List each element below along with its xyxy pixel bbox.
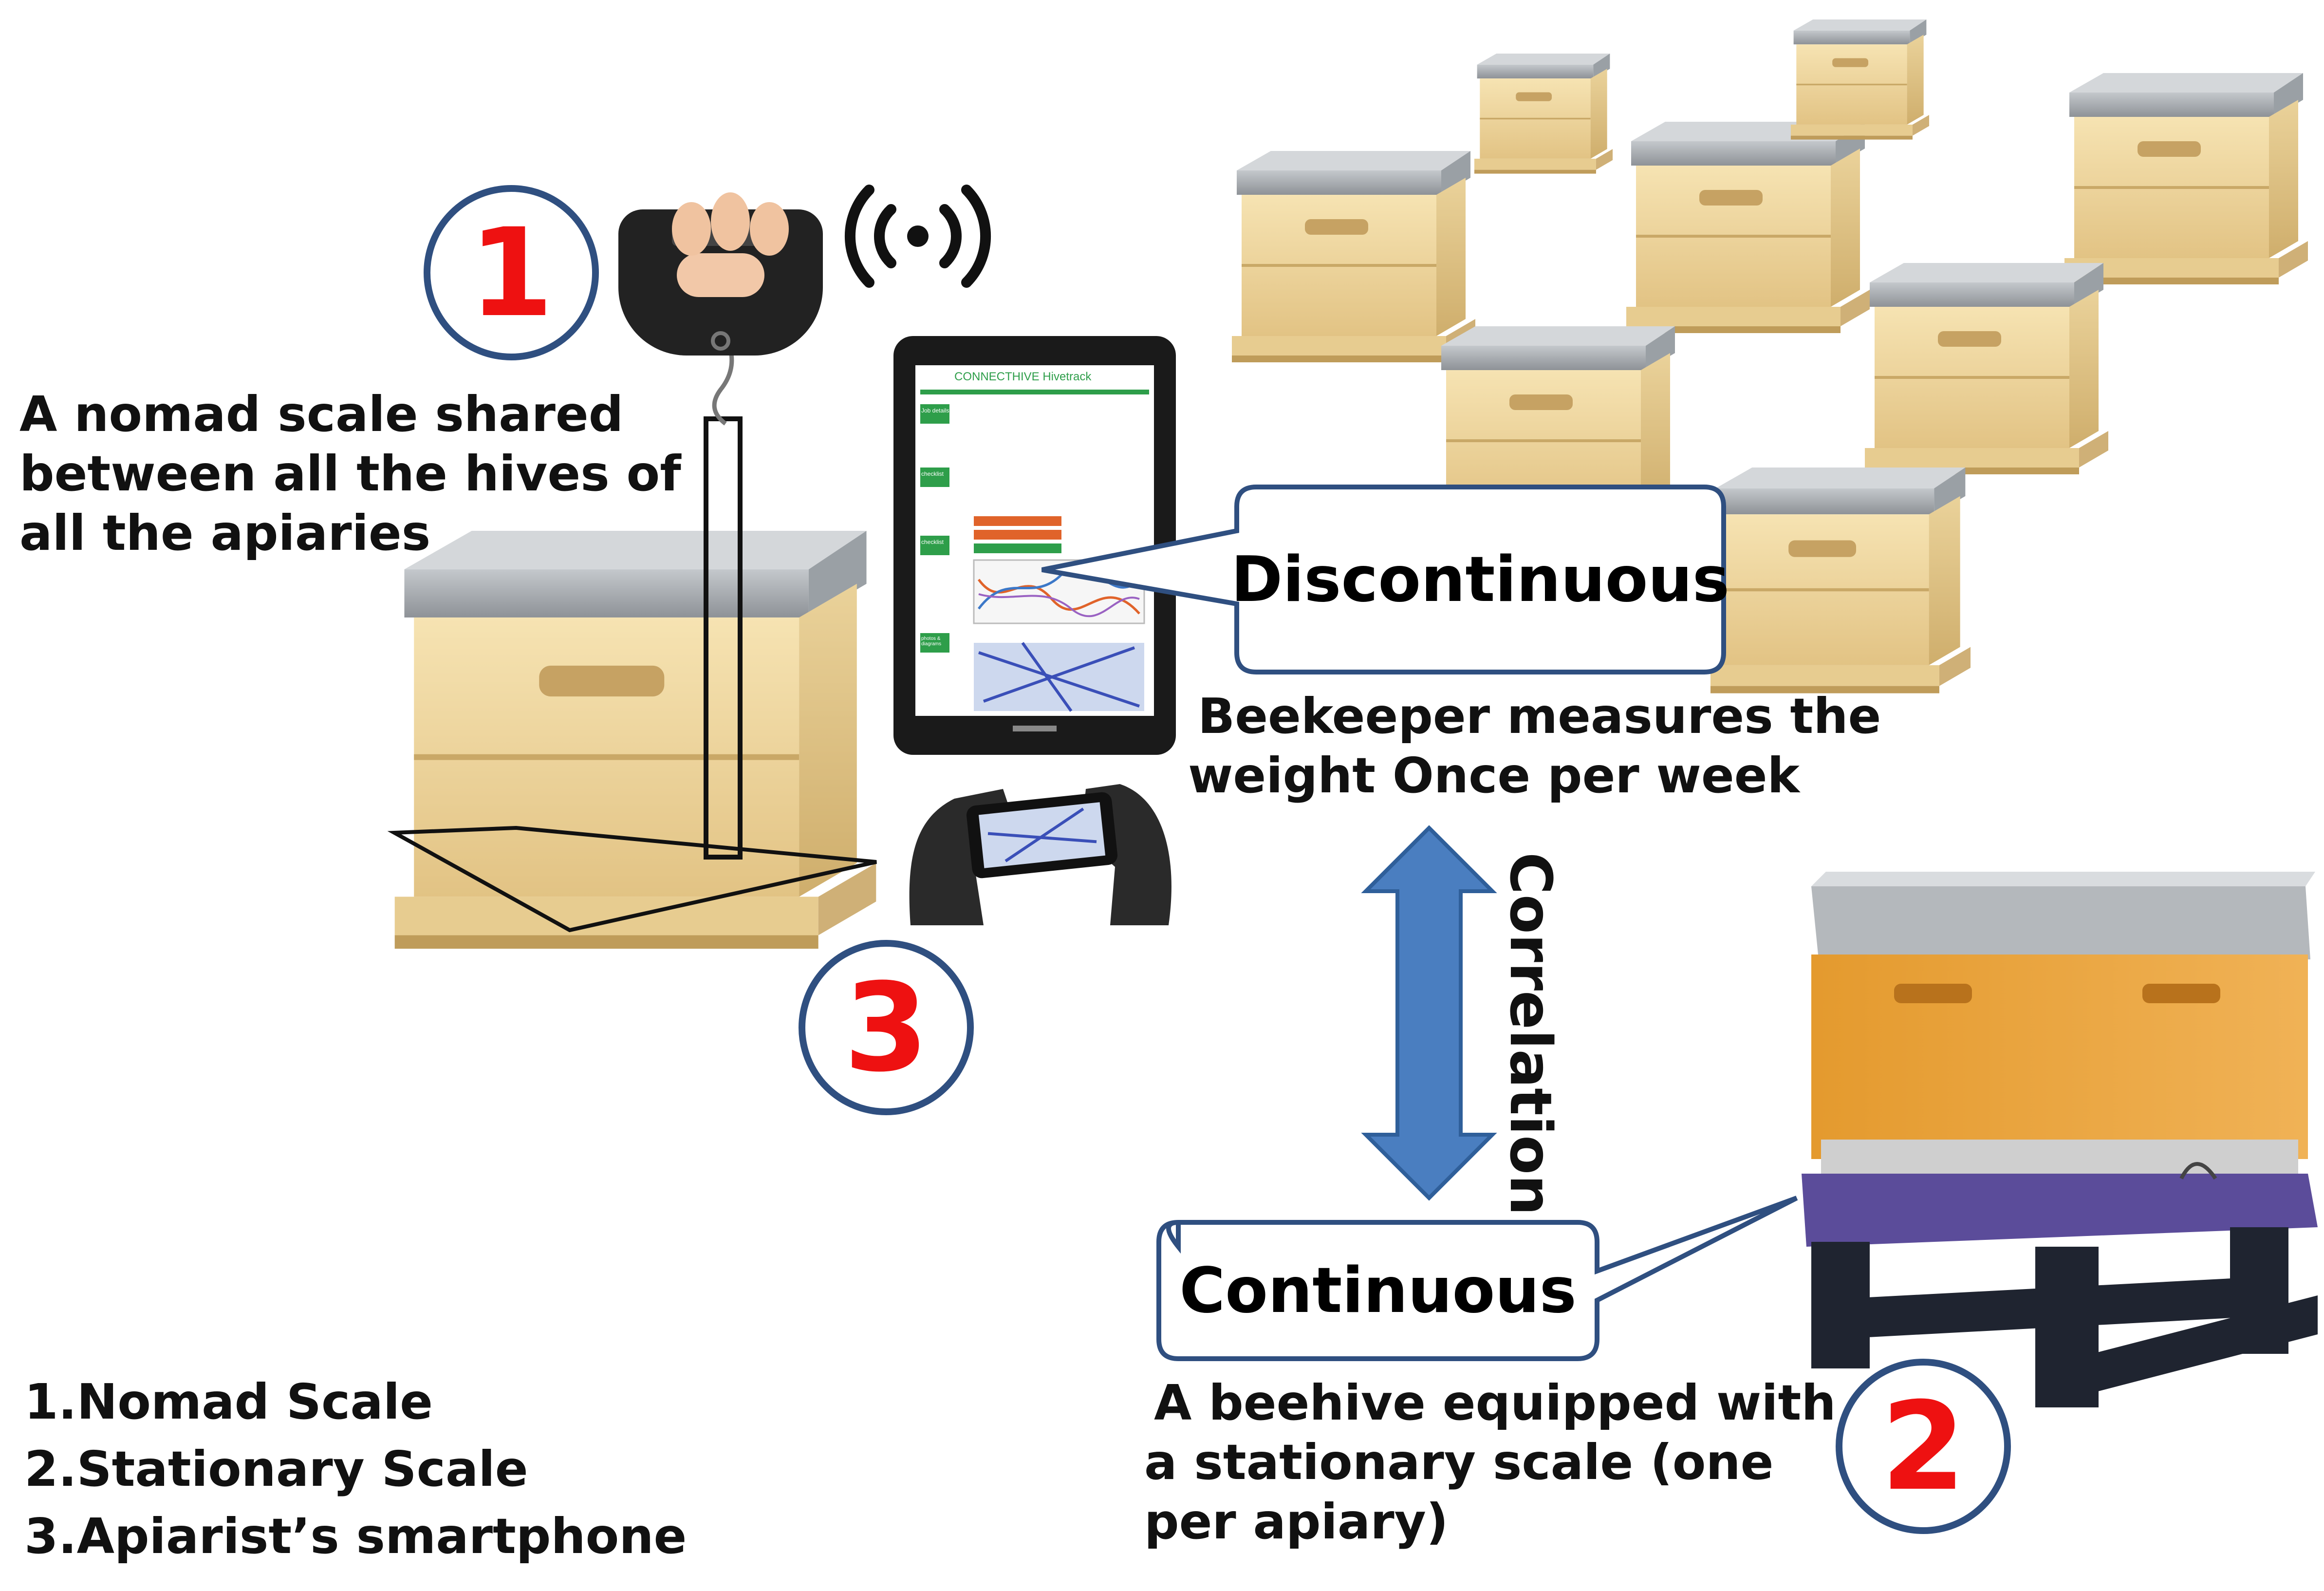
hive-illustration <box>1865 263 2108 474</box>
correlation-label: Correlation <box>1497 852 1564 1216</box>
hive-illustration <box>1473 54 1614 175</box>
discontinuous-callout <box>1041 485 1726 674</box>
legend-item: 1.Nomad Scale <box>24 1373 433 1430</box>
text-line: A nomad scale shared <box>19 386 624 443</box>
hive-illustration <box>1232 151 1475 362</box>
hands-with-smartphone <box>909 784 1171 925</box>
hive-illustration <box>395 531 876 949</box>
text-line: a stationary scale (one <box>1144 1434 1774 1491</box>
weekly-measurement-text: Beekeeper measures the weight Once per w… <box>1188 687 1881 805</box>
tablet-app-title: CONNECTHIVE Hivetrack <box>954 370 1092 383</box>
text-line: Beekeeper measures the <box>1198 688 1881 745</box>
correlation-double-arrow <box>1361 825 1497 1201</box>
continuous-callout <box>1156 1196 1798 1361</box>
text-line: per apiary) <box>1144 1493 1449 1550</box>
text-line: all the apiaries <box>19 505 431 562</box>
stationary-scale-description: A beehive equipped with a stationary sca… <box>1144 1373 1836 1552</box>
hive-illustration <box>1710 468 1971 693</box>
continuous-label: Continuous <box>1179 1254 1577 1327</box>
tablet-device <box>893 336 1176 755</box>
nomad-scale-description: A nomad scale shared between all the hiv… <box>19 385 681 563</box>
marker-1-nomad-scale: 1 <box>424 185 599 360</box>
tablet-section-label: photos & diagrams <box>921 636 942 647</box>
text-line: between all the hives of <box>19 445 681 502</box>
stationary-scale-hive <box>1802 872 2318 1407</box>
legend-item: 3.Apiarist’s smartphone <box>24 1508 687 1565</box>
tablet-section-label: Job details <box>921 407 949 414</box>
digital-scale-icon <box>618 192 823 356</box>
text-line: weight Once per week <box>1188 747 1800 804</box>
hive-illustration <box>1626 122 1870 333</box>
text-line: A beehive equipped with <box>1154 1374 1836 1431</box>
legend: 1.Nomad Scale 2.Stationary Scale 3.Apiar… <box>24 1368 687 1570</box>
hive-illustration <box>1790 19 1930 141</box>
marker-3-smartphone: 3 <box>799 940 974 1115</box>
hive-illustration <box>2064 73 2308 284</box>
legend-item: 2.Stationary Scale <box>24 1441 528 1497</box>
scale-base-frame <box>387 825 877 933</box>
marker-2-stationary-scale: 2 <box>1836 1359 2011 1534</box>
discontinuous-label: Discontinuous <box>1231 543 1729 616</box>
tablet-section-label: checklist <box>921 470 944 477</box>
wireless-signal-icon <box>844 185 991 288</box>
tablet-section-label: checklist <box>921 539 944 545</box>
